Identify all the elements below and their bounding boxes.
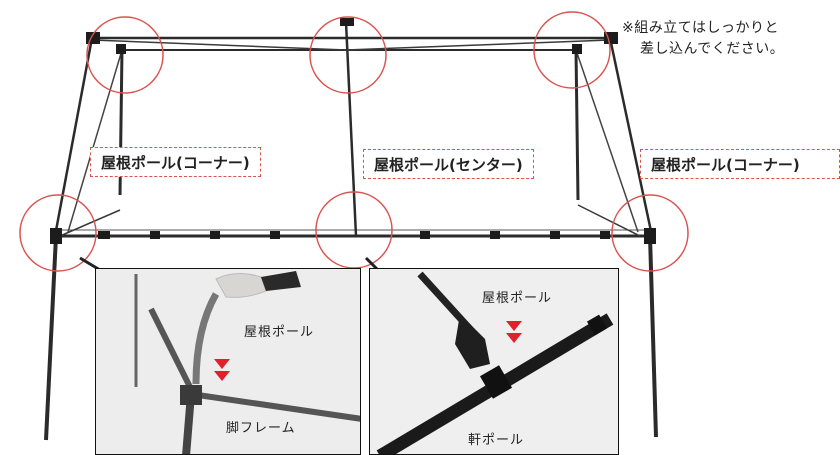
truss-diagonals xyxy=(59,39,641,237)
center-peak-joint xyxy=(340,18,354,26)
assembly-note: ※組み立てはしっかりと 差し込んでください。 xyxy=(622,18,836,60)
left-roof-brace xyxy=(67,49,123,233)
highlight-circle-front-left xyxy=(19,194,97,272)
inset-left-bottom-label: 脚フレーム xyxy=(226,421,296,436)
corner-joints xyxy=(50,32,656,244)
right-roof-brace xyxy=(575,49,639,233)
highlight-circle-front-right xyxy=(611,194,689,272)
front-right-leg xyxy=(648,235,658,438)
inset-right-top-label: 屋根ポール xyxy=(482,291,553,306)
inset-right-bottom-label: 軒ポール xyxy=(468,433,525,448)
front-left-leg xyxy=(44,235,58,441)
right-side-eave xyxy=(608,37,654,237)
back-right-leg xyxy=(574,49,580,201)
down-arrow-icon xyxy=(506,321,522,343)
highlight-circle-center-top xyxy=(309,16,387,94)
left-side-eave xyxy=(53,37,94,237)
front-eave-joints xyxy=(98,231,610,239)
center-roof-pole xyxy=(344,21,358,237)
callout-roof-pole-center: 屋根ポール(センター) xyxy=(363,149,534,179)
assembly-note-line2: 差し込んでください。 xyxy=(640,41,785,57)
callout-roof-pole-corner-right: 屋根ポール(コーナー) xyxy=(640,149,840,179)
inset-corner-detail: 屋根ポール 脚フレーム xyxy=(95,268,361,455)
inset-left-top-label: 屋根ポール xyxy=(244,325,315,340)
down-arrow-icon xyxy=(214,359,230,381)
center-detail-photo xyxy=(370,269,618,454)
highlight-circle-back-right xyxy=(533,11,611,89)
inset-center-detail: 屋根ポール 軒ポール xyxy=(369,268,619,455)
callout-roof-pole-corner-left: 屋根ポール(コーナー) xyxy=(90,147,261,177)
highlight-circle-back-left xyxy=(86,16,164,94)
assembly-note-line1: ※組み立てはしっかりと xyxy=(622,20,779,36)
highlight-circles xyxy=(19,11,689,272)
